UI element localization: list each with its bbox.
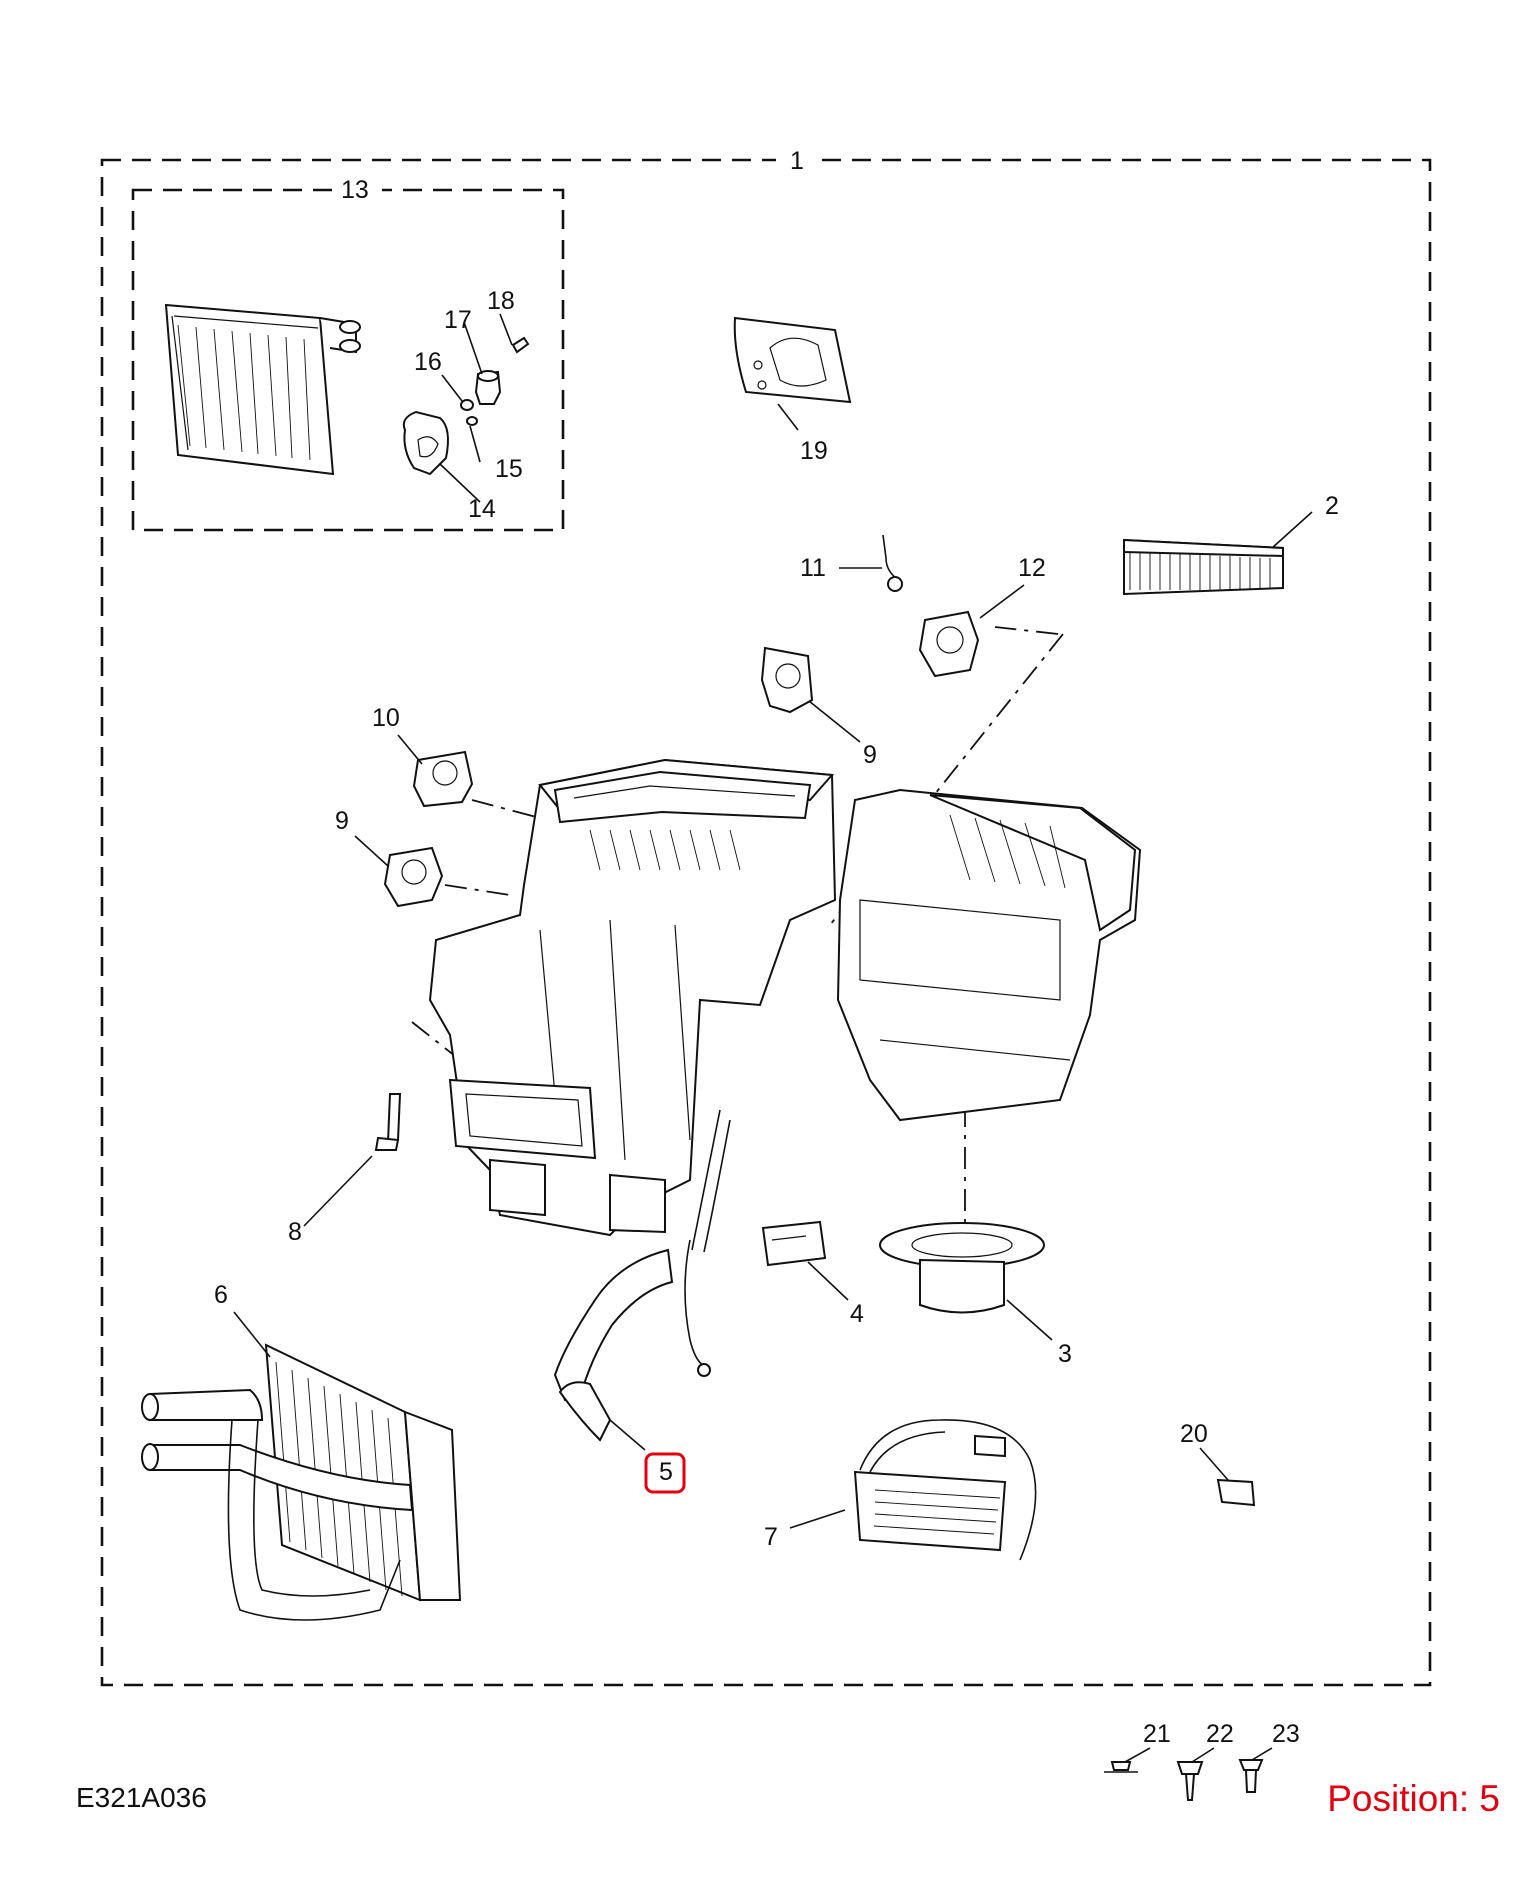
hvac-housing bbox=[428, 758, 1142, 1253]
sensor-probe bbox=[374, 1093, 402, 1151]
callout-12: 12 bbox=[1018, 554, 1046, 582]
callout-18: 18 bbox=[487, 287, 515, 315]
callout-15: 15 bbox=[495, 455, 523, 483]
fastener-22 bbox=[1176, 1761, 1204, 1801]
heater-core bbox=[141, 1343, 462, 1621]
callout-2: 2 bbox=[1325, 492, 1339, 520]
o-ring-15 bbox=[466, 416, 478, 426]
callout-22: 22 bbox=[1206, 1720, 1234, 1748]
actuator-10 bbox=[412, 750, 474, 808]
actuator-12 bbox=[918, 610, 980, 678]
ptc-heater bbox=[853, 1419, 1037, 1561]
callout-9-lower: 9 bbox=[335, 807, 349, 835]
callout-21: 21 bbox=[1143, 1720, 1171, 1748]
highlight-box bbox=[644, 1452, 686, 1494]
callout-20: 20 bbox=[1180, 1420, 1208, 1448]
callout-10: 10 bbox=[372, 704, 400, 732]
o-ring-16 bbox=[460, 399, 474, 411]
clip-20 bbox=[1216, 1478, 1256, 1507]
screw-18 bbox=[511, 336, 530, 354]
evaporator-core bbox=[164, 303, 361, 476]
actuator-9-lower bbox=[383, 846, 444, 908]
blower-resistor bbox=[761, 1220, 827, 1267]
drain-hose bbox=[553, 1239, 711, 1442]
diagram-code: E321A036 bbox=[76, 1782, 207, 1813]
callout-5: 5 bbox=[659, 1458, 673, 1486]
callout-11: 11 bbox=[800, 554, 826, 582]
kit-boundary-1 bbox=[100, 158, 1432, 1687]
callout-4: 4 bbox=[850, 1300, 864, 1328]
blower-motor bbox=[879, 1222, 1045, 1314]
cabin-filter bbox=[1123, 538, 1284, 596]
callout-9-upper: 9 bbox=[863, 741, 877, 769]
callout-6: 6 bbox=[214, 1281, 228, 1309]
fastener-21 bbox=[1104, 1761, 1138, 1773]
position-label: Position: 5 bbox=[1327, 1778, 1500, 1819]
callout-3: 3 bbox=[1058, 1340, 1072, 1368]
callout-8: 8 bbox=[288, 1218, 302, 1246]
callout-17: 17 bbox=[444, 306, 472, 334]
callout-23: 23 bbox=[1272, 1720, 1300, 1748]
callout-7: 7 bbox=[764, 1523, 778, 1551]
expansion-valve bbox=[474, 370, 502, 405]
actuator-9-upper bbox=[760, 646, 814, 714]
fastener-23 bbox=[1238, 1759, 1264, 1793]
temperature-sensor bbox=[882, 534, 903, 592]
callout-1: 1 bbox=[790, 147, 804, 175]
callout-14: 14 bbox=[468, 495, 496, 523]
valve-insulation bbox=[402, 410, 449, 476]
callout-19: 19 bbox=[800, 437, 828, 465]
callout-13: 13 bbox=[341, 176, 369, 204]
gasket-plate bbox=[733, 316, 852, 404]
callout-16: 16 bbox=[414, 348, 442, 376]
